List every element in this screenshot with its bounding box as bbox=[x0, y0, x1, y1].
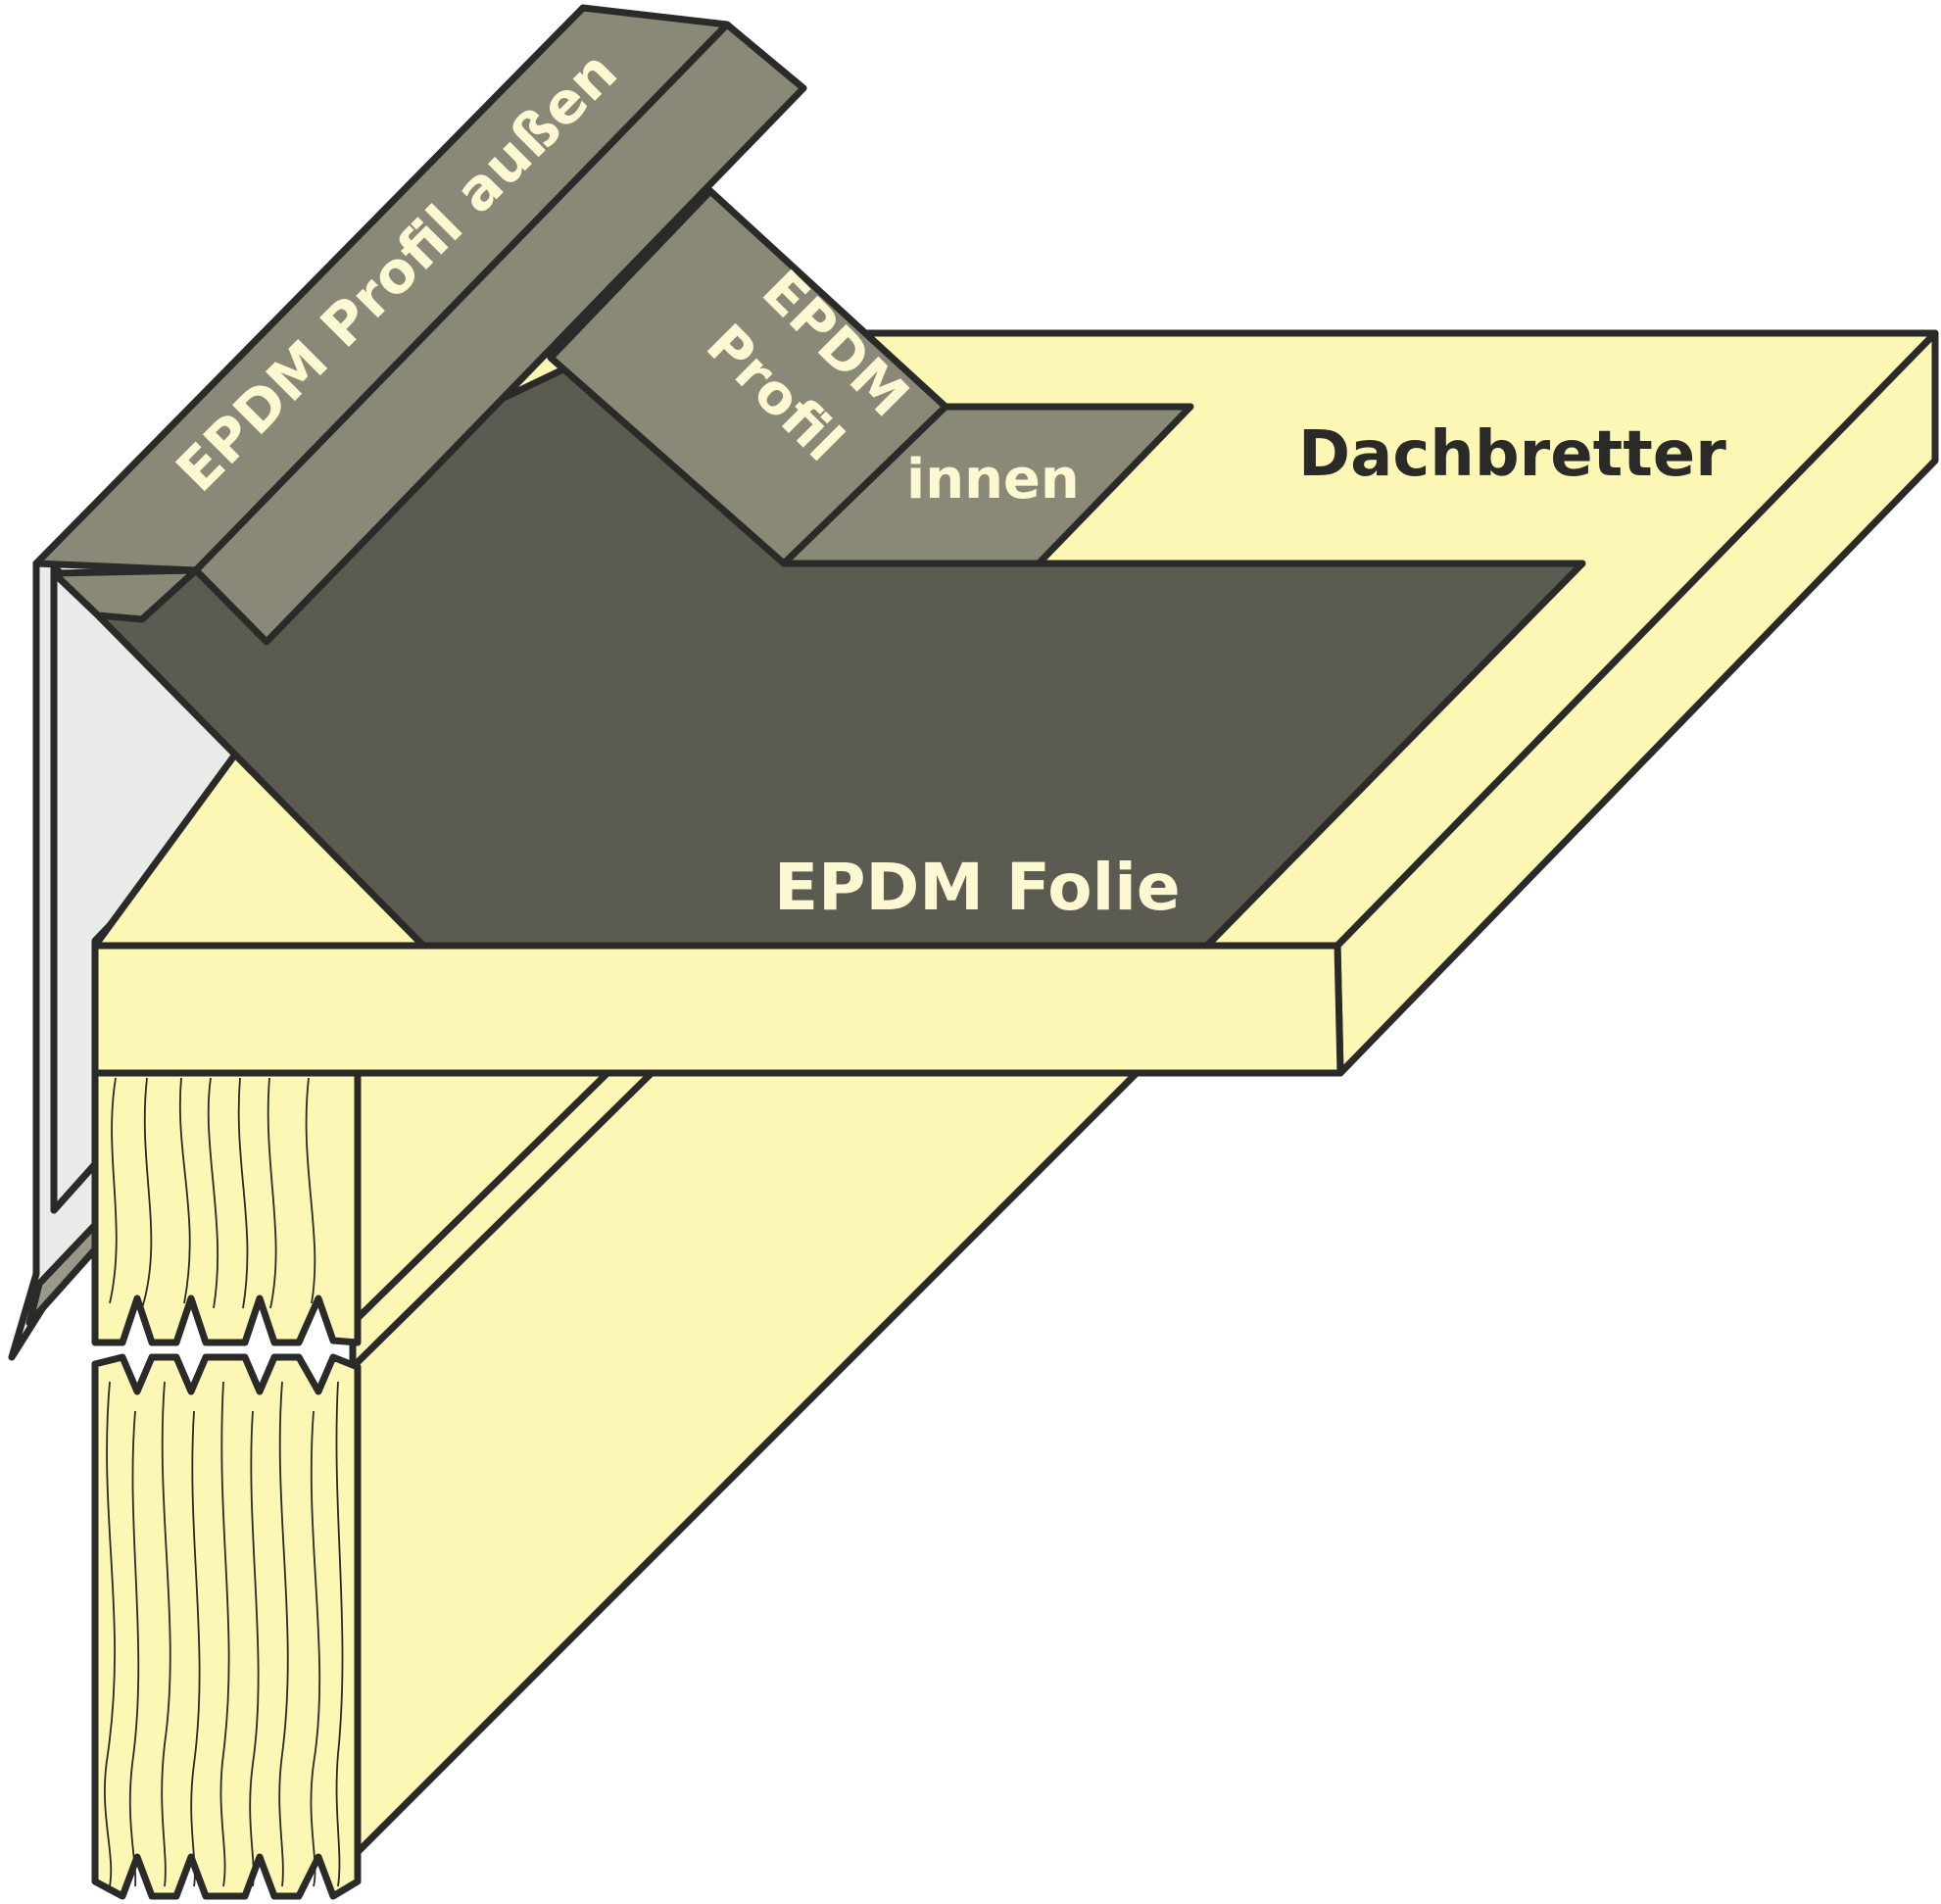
roof-boards-front bbox=[91, 942, 1344, 1077]
epdm-profile-outer-lip bbox=[50, 566, 200, 623]
epdm-profile-outer-top bbox=[192, 21, 807, 646]
label-epdm-folie: EPDM Folie bbox=[774, 850, 1181, 925]
drip-edge-kick bbox=[25, 1221, 99, 1327]
rafter-groove-line bbox=[349, 1069, 655, 1371]
wall-plank-lower bbox=[91, 1353, 362, 1900]
label-profil-innen-3: innen bbox=[906, 448, 1080, 512]
wood-grain bbox=[104, 1077, 344, 1887]
wall-plank-upper bbox=[91, 1069, 362, 1346]
label-dachbretter: Dachbretter bbox=[1298, 418, 1726, 491]
inner-profile-fold bbox=[780, 403, 949, 567]
